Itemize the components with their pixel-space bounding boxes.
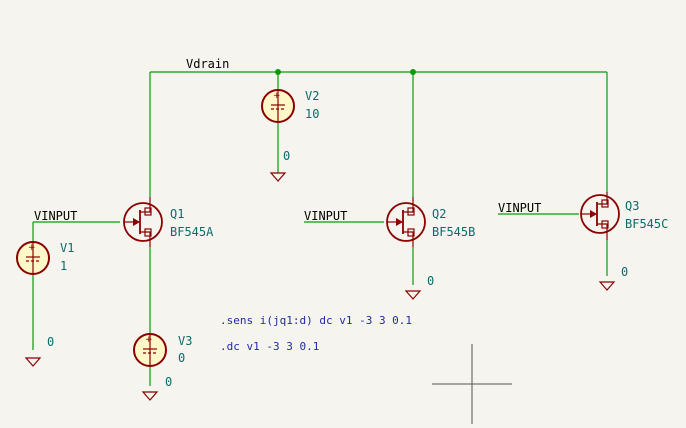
ground-symbol-q3 xyxy=(598,281,616,291)
q2-value: BF545B xyxy=(432,225,475,239)
q1-ref: Q1 xyxy=(170,207,184,221)
svg-text:+: + xyxy=(145,335,153,345)
q1-value: BF545A xyxy=(170,225,214,239)
ground-label-q3: 0 xyxy=(621,265,628,279)
crosshair-cursor-icon xyxy=(432,344,512,424)
ground-label-v2: 0 xyxy=(283,149,290,163)
ground-symbol-q2 xyxy=(404,290,422,300)
q3-value: BF545C xyxy=(625,217,668,231)
wires xyxy=(32,71,608,386)
voltage-source-v1[interactable]: + xyxy=(16,241,50,275)
spice-directive-sens[interactable]: .sens i(jq1:d) dc v1 -3 3 0.1 xyxy=(220,314,412,327)
q2-ref: Q2 xyxy=(432,207,446,221)
ground-symbol-v2 xyxy=(269,165,287,182)
v1-value: 1 xyxy=(60,259,67,273)
v2-ref: V2 xyxy=(305,89,319,103)
jfet-q3[interactable] xyxy=(580,192,620,240)
spice-directive-dc[interactable]: .dc v1 -3 3 0.1 xyxy=(220,340,319,353)
jfet-q1[interactable] xyxy=(123,197,163,247)
ground-label-v1: 0 xyxy=(47,335,54,349)
junction-v2 xyxy=(275,69,281,75)
net-label-vdrain[interactable]: Vdrain xyxy=(186,57,229,71)
q3-ref: Q3 xyxy=(625,199,639,213)
voltage-source-v2[interactable]: + xyxy=(261,89,295,123)
v2-value: 10 xyxy=(305,107,319,121)
ground-symbol-v1 xyxy=(24,357,42,367)
ground-label-q2: 0 xyxy=(427,274,434,288)
net-label-vinput-q2[interactable]: VINPUT xyxy=(304,209,347,223)
ground-symbol-v3 xyxy=(141,391,159,401)
ground-label-v3: 0 xyxy=(165,375,172,389)
jfet-q2[interactable] xyxy=(386,197,426,247)
voltage-source-v3[interactable]: + xyxy=(133,333,167,367)
svg-text:+: + xyxy=(273,91,281,101)
net-label-vinput-q3[interactable]: VINPUT xyxy=(498,201,541,215)
junction-q2 xyxy=(410,69,416,75)
v3-ref: V3 xyxy=(178,334,192,348)
v1-ref: V1 xyxy=(60,241,74,255)
v3-value: 0 xyxy=(178,351,185,365)
net-label-vinput-q1[interactable]: VINPUT xyxy=(34,209,77,223)
svg-text:+: + xyxy=(28,243,36,253)
